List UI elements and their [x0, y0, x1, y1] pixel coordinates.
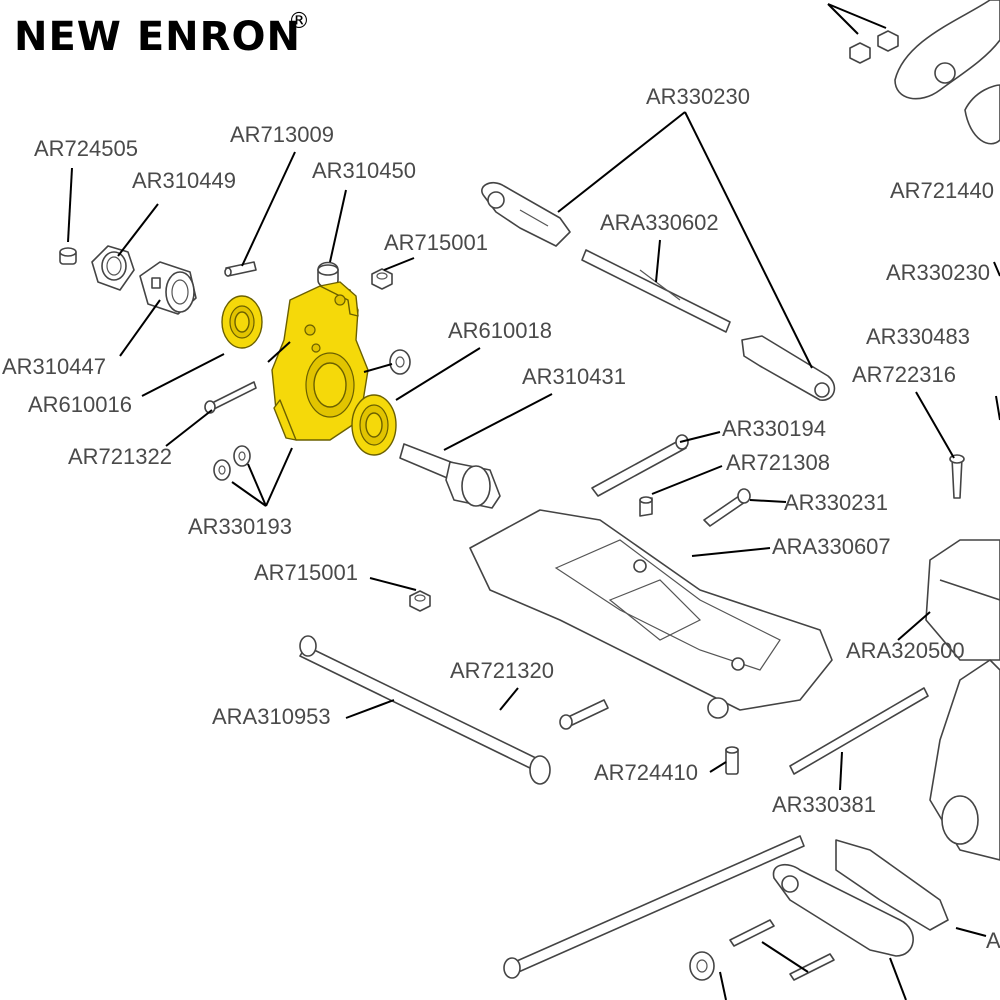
label-ARA310953: ARA310953: [212, 704, 331, 729]
label-AR330381: AR330381: [772, 792, 876, 817]
washer-drawing: [389, 349, 411, 375]
label-AR721440: AR721440: [890, 178, 994, 203]
label-AR310447: AR310447: [2, 354, 106, 379]
rod-end-bottom-drawing: [741, 335, 836, 401]
bulkhead-drawing: [925, 539, 1000, 861]
label-ARA320500: ARA320500: [846, 638, 965, 663]
label-AR715001-lower: AR715001: [254, 560, 358, 585]
lower-link-drawing: [772, 839, 949, 957]
brand-logo: NEW ENRON ®: [14, 9, 310, 60]
label-AR310449: AR310449: [132, 168, 236, 193]
screw-arm-drawing: [559, 699, 609, 730]
suspension-arm-drawing: [469, 509, 833, 719]
screw-side-drawing: [949, 454, 965, 499]
label-AR724410: AR724410: [594, 760, 698, 785]
pin-drawing: [224, 261, 257, 277]
label-ARA330602: ARA330602: [600, 210, 719, 235]
lower-bearing-drawing: [689, 951, 715, 981]
hex-hub-drawing: [139, 261, 197, 315]
set-screw-lower-drawing: [725, 746, 739, 775]
label-AR310450: AR310450: [312, 158, 416, 183]
leader-lines: [67, 3, 1000, 1000]
dogbone-drawing: [299, 635, 551, 785]
hub-carrier-highlighted: [271, 281, 369, 441]
label-AR721320: AR721320: [450, 658, 554, 683]
long-pin-drawing: [789, 687, 929, 775]
hex-nut-drawing: [91, 245, 135, 291]
lower-pins-drawing: [729, 919, 835, 981]
label-AR610018: AR610018: [448, 318, 552, 343]
label-AR330231: AR330231: [784, 490, 888, 515]
lock-nut-lower-drawing: [409, 590, 431, 612]
part-labels: AR330230 AR713009 AR724505 AR310449 AR31…: [2, 84, 1000, 953]
screw-pin-drawing: [204, 381, 257, 414]
set-screw-drawing: [59, 247, 77, 265]
hinge-pin-short-drawing: [703, 488, 751, 527]
brand-name: NEW ENRON: [14, 14, 301, 60]
label-AR330193: AR330193: [188, 514, 292, 539]
shim-washers-drawing: [213, 445, 251, 481]
turnbuckle-drawing: [581, 249, 731, 333]
bearing-left-highlighted: [221, 295, 263, 349]
label-AR330230-right: AR330230: [886, 260, 990, 285]
registered-mark: ®: [288, 9, 310, 34]
label-AR330194: AR330194: [722, 416, 826, 441]
center-driveshaft-drawing: [503, 835, 805, 979]
lock-nut-top-drawing: [371, 268, 393, 290]
rod-end-top-drawing: [481, 181, 571, 247]
label-AR330483: AR330483: [866, 324, 970, 349]
label-AR721308: AR721308: [726, 450, 830, 475]
bearing-right-highlighted: [351, 394, 397, 456]
label-AR722316: AR722316: [852, 362, 956, 387]
bushing-drawing: [317, 261, 339, 289]
hinge-pin-long-drawing: [591, 434, 689, 497]
label-AR715001-top: AR715001: [384, 230, 488, 255]
label-partial-A: A: [986, 928, 1000, 953]
top-right-link-drawing: [849, 0, 1000, 145]
label-AR610016: AR610016: [28, 392, 132, 417]
label-AR713009: AR713009: [230, 122, 334, 147]
label-ARA330607: ARA330607: [772, 534, 891, 559]
label-AR724505: AR724505: [34, 136, 138, 161]
label-AR310431: AR310431: [522, 364, 626, 389]
label-AR330230: AR330230: [646, 84, 750, 109]
label-AR721322: AR721322: [68, 444, 172, 469]
drive-axle-drawing: [399, 443, 501, 509]
screw-short-drawing: [639, 496, 653, 517]
